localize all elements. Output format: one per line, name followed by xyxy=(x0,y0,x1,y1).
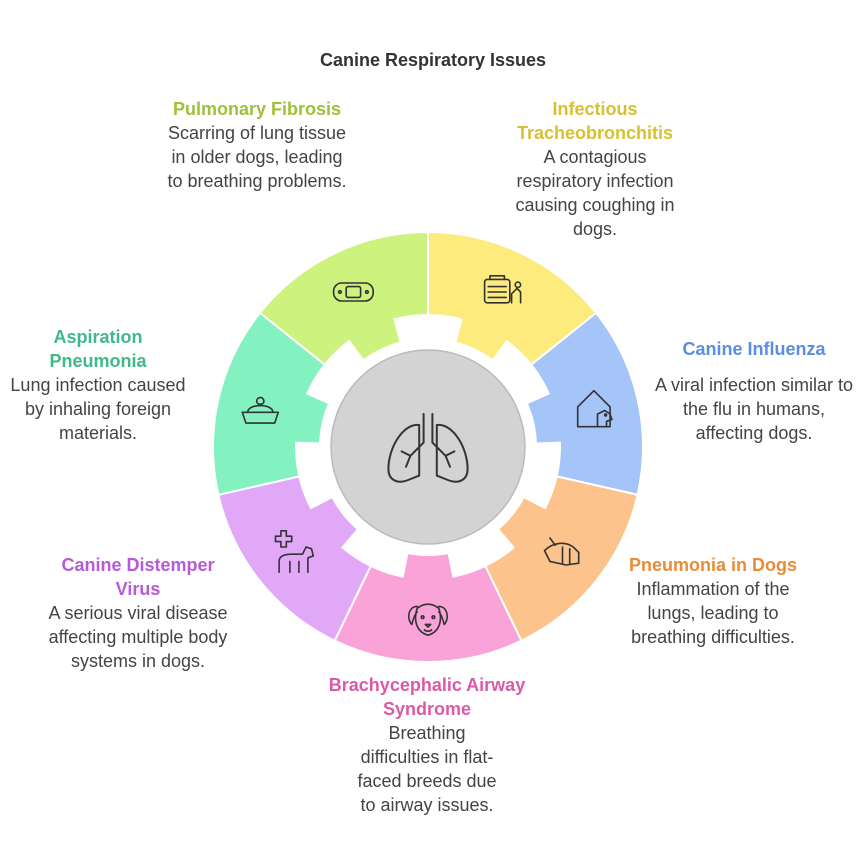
diagram-title: Canine Respiratory Issues xyxy=(319,50,547,70)
segment-description: Lung infection caused by inhaling foreig… xyxy=(10,375,186,443)
dog-face-icon xyxy=(407,603,449,637)
segment-description: A serious viral disease affecting multip… xyxy=(48,603,228,671)
segment-title: Aspiration Pneumonia xyxy=(49,327,147,371)
center-circle xyxy=(330,349,526,545)
segment-title: Infectious Tracheobronchitis xyxy=(516,99,674,143)
label-brachycephalic-airway-syndrome: Brachycephalic Airway Syndrome Breathing… xyxy=(322,673,532,817)
segment-pneumonia-in-dogs xyxy=(483,475,639,643)
segment-title: Pulmonary Fibrosis xyxy=(172,99,342,119)
label-canine-distemper-virus: Canine Distemper Virus A serious viral d… xyxy=(43,553,233,673)
dog-bowl-icon xyxy=(241,396,280,424)
label-canine-influenza: Canine Influenza A viral infection simil… xyxy=(654,337,854,445)
dog-collar-icon xyxy=(332,282,375,302)
label-pneumonia-in-dogs: Pneumonia in Dogs Inflammation of the lu… xyxy=(618,553,808,649)
segment-title: Pneumonia in Dogs xyxy=(628,555,797,575)
label-pulmonary-fibrosis: Pulmonary Fibrosis Scarring of lung tiss… xyxy=(162,97,352,193)
pet-carrier-icon xyxy=(483,274,522,304)
label-aspiration-pneumonia: Aspiration Pneumonia Lung infection caus… xyxy=(8,325,188,445)
segment-pulmonary-fibrosis xyxy=(258,230,429,367)
segment-description: Breathing difficulties in flat-faced bre… xyxy=(357,723,497,815)
dog-house-icon xyxy=(576,389,613,428)
segment-title: Canine Influenza xyxy=(682,339,826,359)
segment-description: A contagious respiratory infection causi… xyxy=(515,147,675,239)
segment-description: A viral infection similar to the flu in … xyxy=(654,375,854,443)
dog-health-icon xyxy=(274,529,315,574)
segment-canine-distemper-virus xyxy=(217,475,373,643)
segment-aspiration-pneumonia xyxy=(212,311,331,496)
segment-title: Brachycephalic Airway Syndrome xyxy=(328,675,526,719)
label-infectious-tracheobronchitis: Infectious Tracheobronchitis A contagiou… xyxy=(500,97,690,241)
lungs-icon xyxy=(387,413,469,483)
dog-muzzle-icon xyxy=(543,537,580,566)
segment-description: Inflammation of the lungs, leading to br… xyxy=(631,579,795,647)
segment-brachycephalic-airway-syndrome xyxy=(333,551,523,663)
segment-description: Scarring of lung tissue in older dogs, l… xyxy=(167,123,347,191)
segment-title: Canine Distemper Virus xyxy=(61,555,215,599)
segment-canine-influenza xyxy=(525,311,644,496)
